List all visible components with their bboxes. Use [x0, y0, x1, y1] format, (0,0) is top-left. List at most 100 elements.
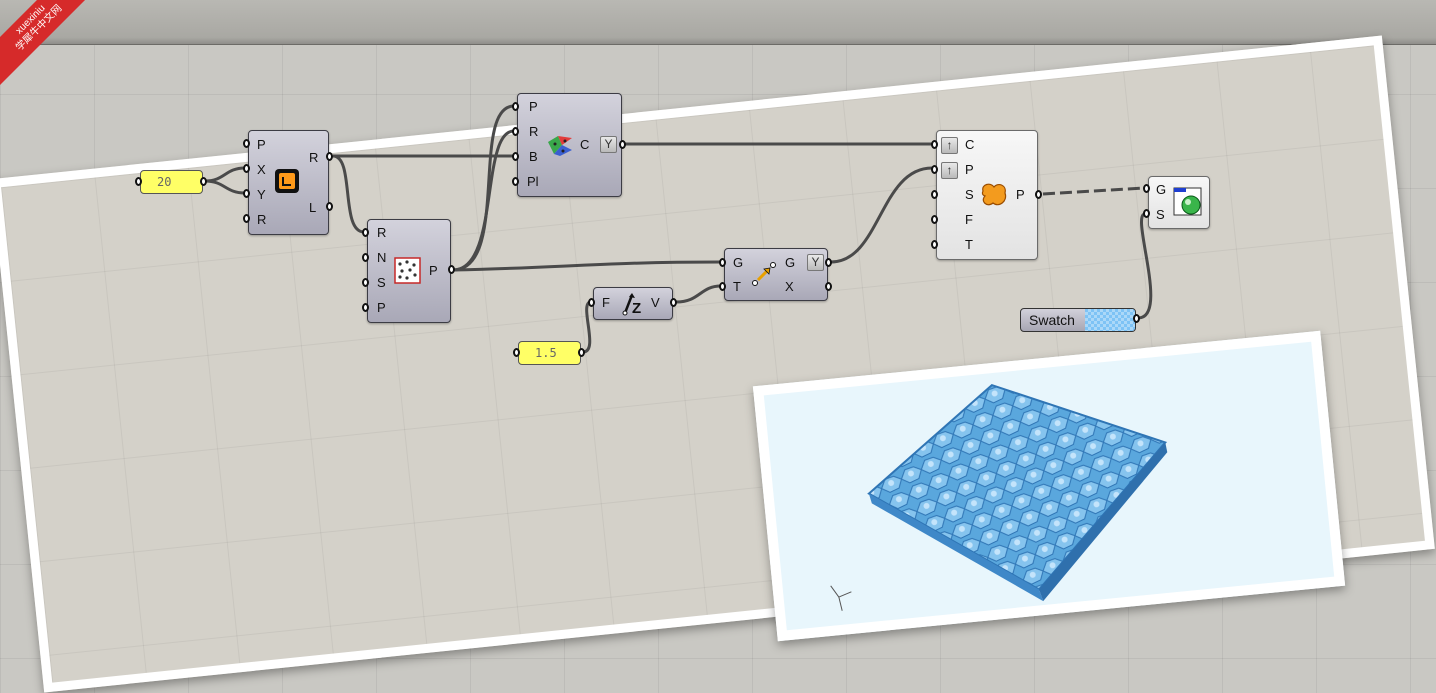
- input-port[interactable]: [719, 282, 726, 291]
- colour-swatch[interactable]: Swatch: [1020, 308, 1136, 332]
- input-port[interactable]: [931, 240, 938, 249]
- input-port[interactable]: [243, 214, 250, 223]
- output-label-g: G: [785, 255, 796, 270]
- input-port[interactable]: [512, 177, 519, 186]
- input-port[interactable]: [931, 215, 938, 224]
- swatch-label: Swatch: [1029, 312, 1075, 328]
- voronoi-component[interactable]: P R B Pl C Y: [517, 93, 622, 197]
- axis-gizmo-icon: [830, 585, 852, 611]
- input-port[interactable]: [362, 253, 369, 262]
- rectangle-icon: [275, 169, 299, 193]
- input-port[interactable]: [243, 139, 250, 148]
- populate-component[interactable]: R N S P P: [367, 219, 451, 323]
- input-label-f: F: [602, 295, 610, 310]
- input-port[interactable]: [362, 278, 369, 287]
- svg-text:Z: Z: [632, 300, 641, 317]
- wire-dashed: [1042, 186, 1146, 196]
- output-port[interactable]: [200, 177, 207, 186]
- wire: [675, 284, 722, 304]
- input-port[interactable]: [588, 298, 595, 307]
- output-port[interactable]: [670, 298, 677, 307]
- input-label-pl: Pl: [527, 174, 539, 189]
- swatch-colour[interactable]: [1085, 309, 1135, 331]
- input-port[interactable]: [513, 348, 520, 357]
- input-label-y: Y: [257, 187, 266, 202]
- input-label-s: S: [965, 187, 974, 202]
- input-port[interactable]: [243, 164, 250, 173]
- input-label-r: R: [529, 124, 539, 139]
- canvas-toolbar: [0, 0, 1436, 45]
- move-component[interactable]: G T G X Y: [724, 248, 828, 301]
- output-port[interactable]: [1133, 314, 1140, 323]
- input-port[interactable]: [931, 190, 938, 199]
- factor-panel[interactable]: 1.5: [518, 341, 581, 365]
- patch-component[interactable]: ↑ ↑ C P S F T P: [936, 130, 1038, 260]
- output-port[interactable]: [326, 152, 333, 161]
- output-label-c: C: [580, 137, 590, 152]
- input-label-t: T: [733, 279, 741, 294]
- rectangle-component[interactable]: P X Y R R L: [248, 130, 329, 235]
- input-port[interactable]: [135, 177, 142, 186]
- input-port[interactable]: [931, 140, 938, 149]
- input-port[interactable]: [512, 127, 519, 136]
- input-label-c: C: [965, 137, 975, 152]
- input-port[interactable]: [1143, 184, 1150, 193]
- input-label-s: S: [1156, 207, 1165, 222]
- input-label-x: X: [257, 162, 266, 177]
- input-label-t: T: [965, 237, 973, 252]
- output-port[interactable]: [619, 140, 626, 149]
- input-label-g: G: [733, 255, 744, 270]
- unit-z-icon: Z: [622, 293, 641, 317]
- wire: [204, 179, 246, 195]
- input-label-p: P: [257, 137, 266, 152]
- output-label-p: P: [429, 263, 438, 278]
- graft-flag-icon: Y: [600, 136, 617, 153]
- output-port[interactable]: [578, 348, 585, 357]
- unit-z-component[interactable]: F V Z: [593, 287, 673, 320]
- voronoi-icon: [548, 136, 572, 156]
- count-panel[interactable]: 20: [140, 170, 203, 194]
- preview-icon: [1173, 187, 1202, 216]
- flatten-flag-icon: ↑: [941, 137, 958, 154]
- input-port[interactable]: [931, 165, 938, 174]
- input-label-r: R: [257, 212, 267, 227]
- input-port[interactable]: [362, 303, 369, 312]
- output-port[interactable]: [326, 202, 333, 211]
- input-label-p: P: [529, 99, 538, 114]
- voronoi-surface-render: [830, 383, 1168, 611]
- input-label-g: G: [1156, 182, 1167, 197]
- wire: [204, 166, 246, 183]
- graft-flag-icon: Y: [807, 254, 824, 271]
- input-label-p: P: [377, 300, 386, 315]
- input-label-r: R: [377, 225, 387, 240]
- wire: [582, 300, 592, 354]
- output-port[interactable]: [1035, 190, 1042, 199]
- input-label-n: N: [377, 250, 387, 265]
- input-port[interactable]: [512, 152, 519, 161]
- wire: [452, 129, 515, 272]
- input-label-p: P: [965, 162, 974, 177]
- wire: [452, 260, 722, 272]
- output-label-r: R: [309, 150, 319, 165]
- wire: [452, 104, 515, 272]
- input-port[interactable]: [362, 228, 369, 237]
- wire: [332, 154, 365, 234]
- wire: [1137, 212, 1153, 320]
- move-icon: [752, 262, 776, 286]
- input-port[interactable]: [243, 189, 250, 198]
- render-preview-photo: [752, 330, 1346, 642]
- input-label-s: S: [377, 275, 386, 290]
- flatten-flag-icon: ↑: [941, 162, 958, 179]
- populate-icon: [394, 257, 421, 284]
- input-port[interactable]: [719, 258, 726, 267]
- output-port[interactable]: [448, 265, 455, 274]
- custom-preview-component[interactable]: G S: [1148, 176, 1210, 229]
- output-port[interactable]: [825, 282, 832, 291]
- input-port[interactable]: [1143, 209, 1150, 218]
- output-label-v: V: [651, 295, 660, 310]
- output-label-p: P: [1016, 187, 1025, 202]
- input-port[interactable]: [512, 102, 519, 111]
- output-label-l: L: [309, 200, 317, 215]
- output-port[interactable]: [825, 258, 832, 267]
- input-label-f: F: [965, 212, 973, 227]
